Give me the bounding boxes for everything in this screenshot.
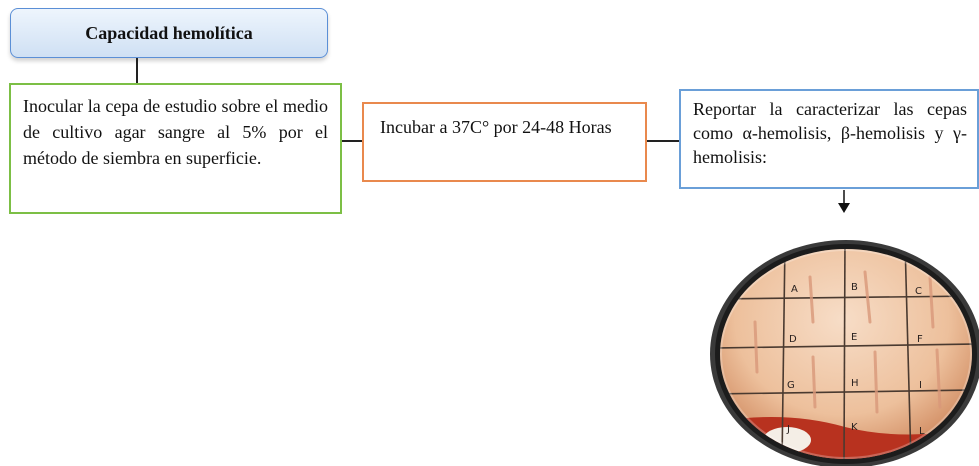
plate-label: F [917,334,923,345]
plate-label: B [851,282,858,293]
step-incubate-box: Incubar a 37C° por 24-48 Horas [362,102,647,182]
step-incubate-text: Incubar a 37C° por 24-48 Horas [380,117,612,137]
plate-label: C [915,286,922,297]
plate-label: A [791,284,798,295]
step-inoculate-box: Inocular la cepa de estudio sobre el med… [9,83,342,214]
step-inoculate-text: Inocular la cepa de estudio sobre el med… [23,96,328,168]
title-box: Capacidad hemolítica [10,8,328,58]
plate-label: G [787,380,795,391]
plate-label: D [789,334,797,345]
plate-label: I [919,380,922,391]
plate-label: L [919,426,925,437]
plate-label: E [851,332,857,343]
connector-step1-step2 [342,140,362,142]
step-report-text: Reportar la caracterizar las cepas como … [693,99,967,167]
diagram-title: Capacidad hemolítica [85,22,253,43]
connector-step2-step3 [647,140,679,142]
agar-plate-photo: A B C D E F G H I J K L [710,240,979,466]
arrow-down-icon [838,190,850,213]
plate-label: H [851,378,859,389]
step-report-box: Reportar la caracterizar las cepas como … [679,89,979,189]
plate-label: K [851,422,858,433]
connector-title-step1 [136,58,138,83]
plate-label: J [786,424,790,435]
